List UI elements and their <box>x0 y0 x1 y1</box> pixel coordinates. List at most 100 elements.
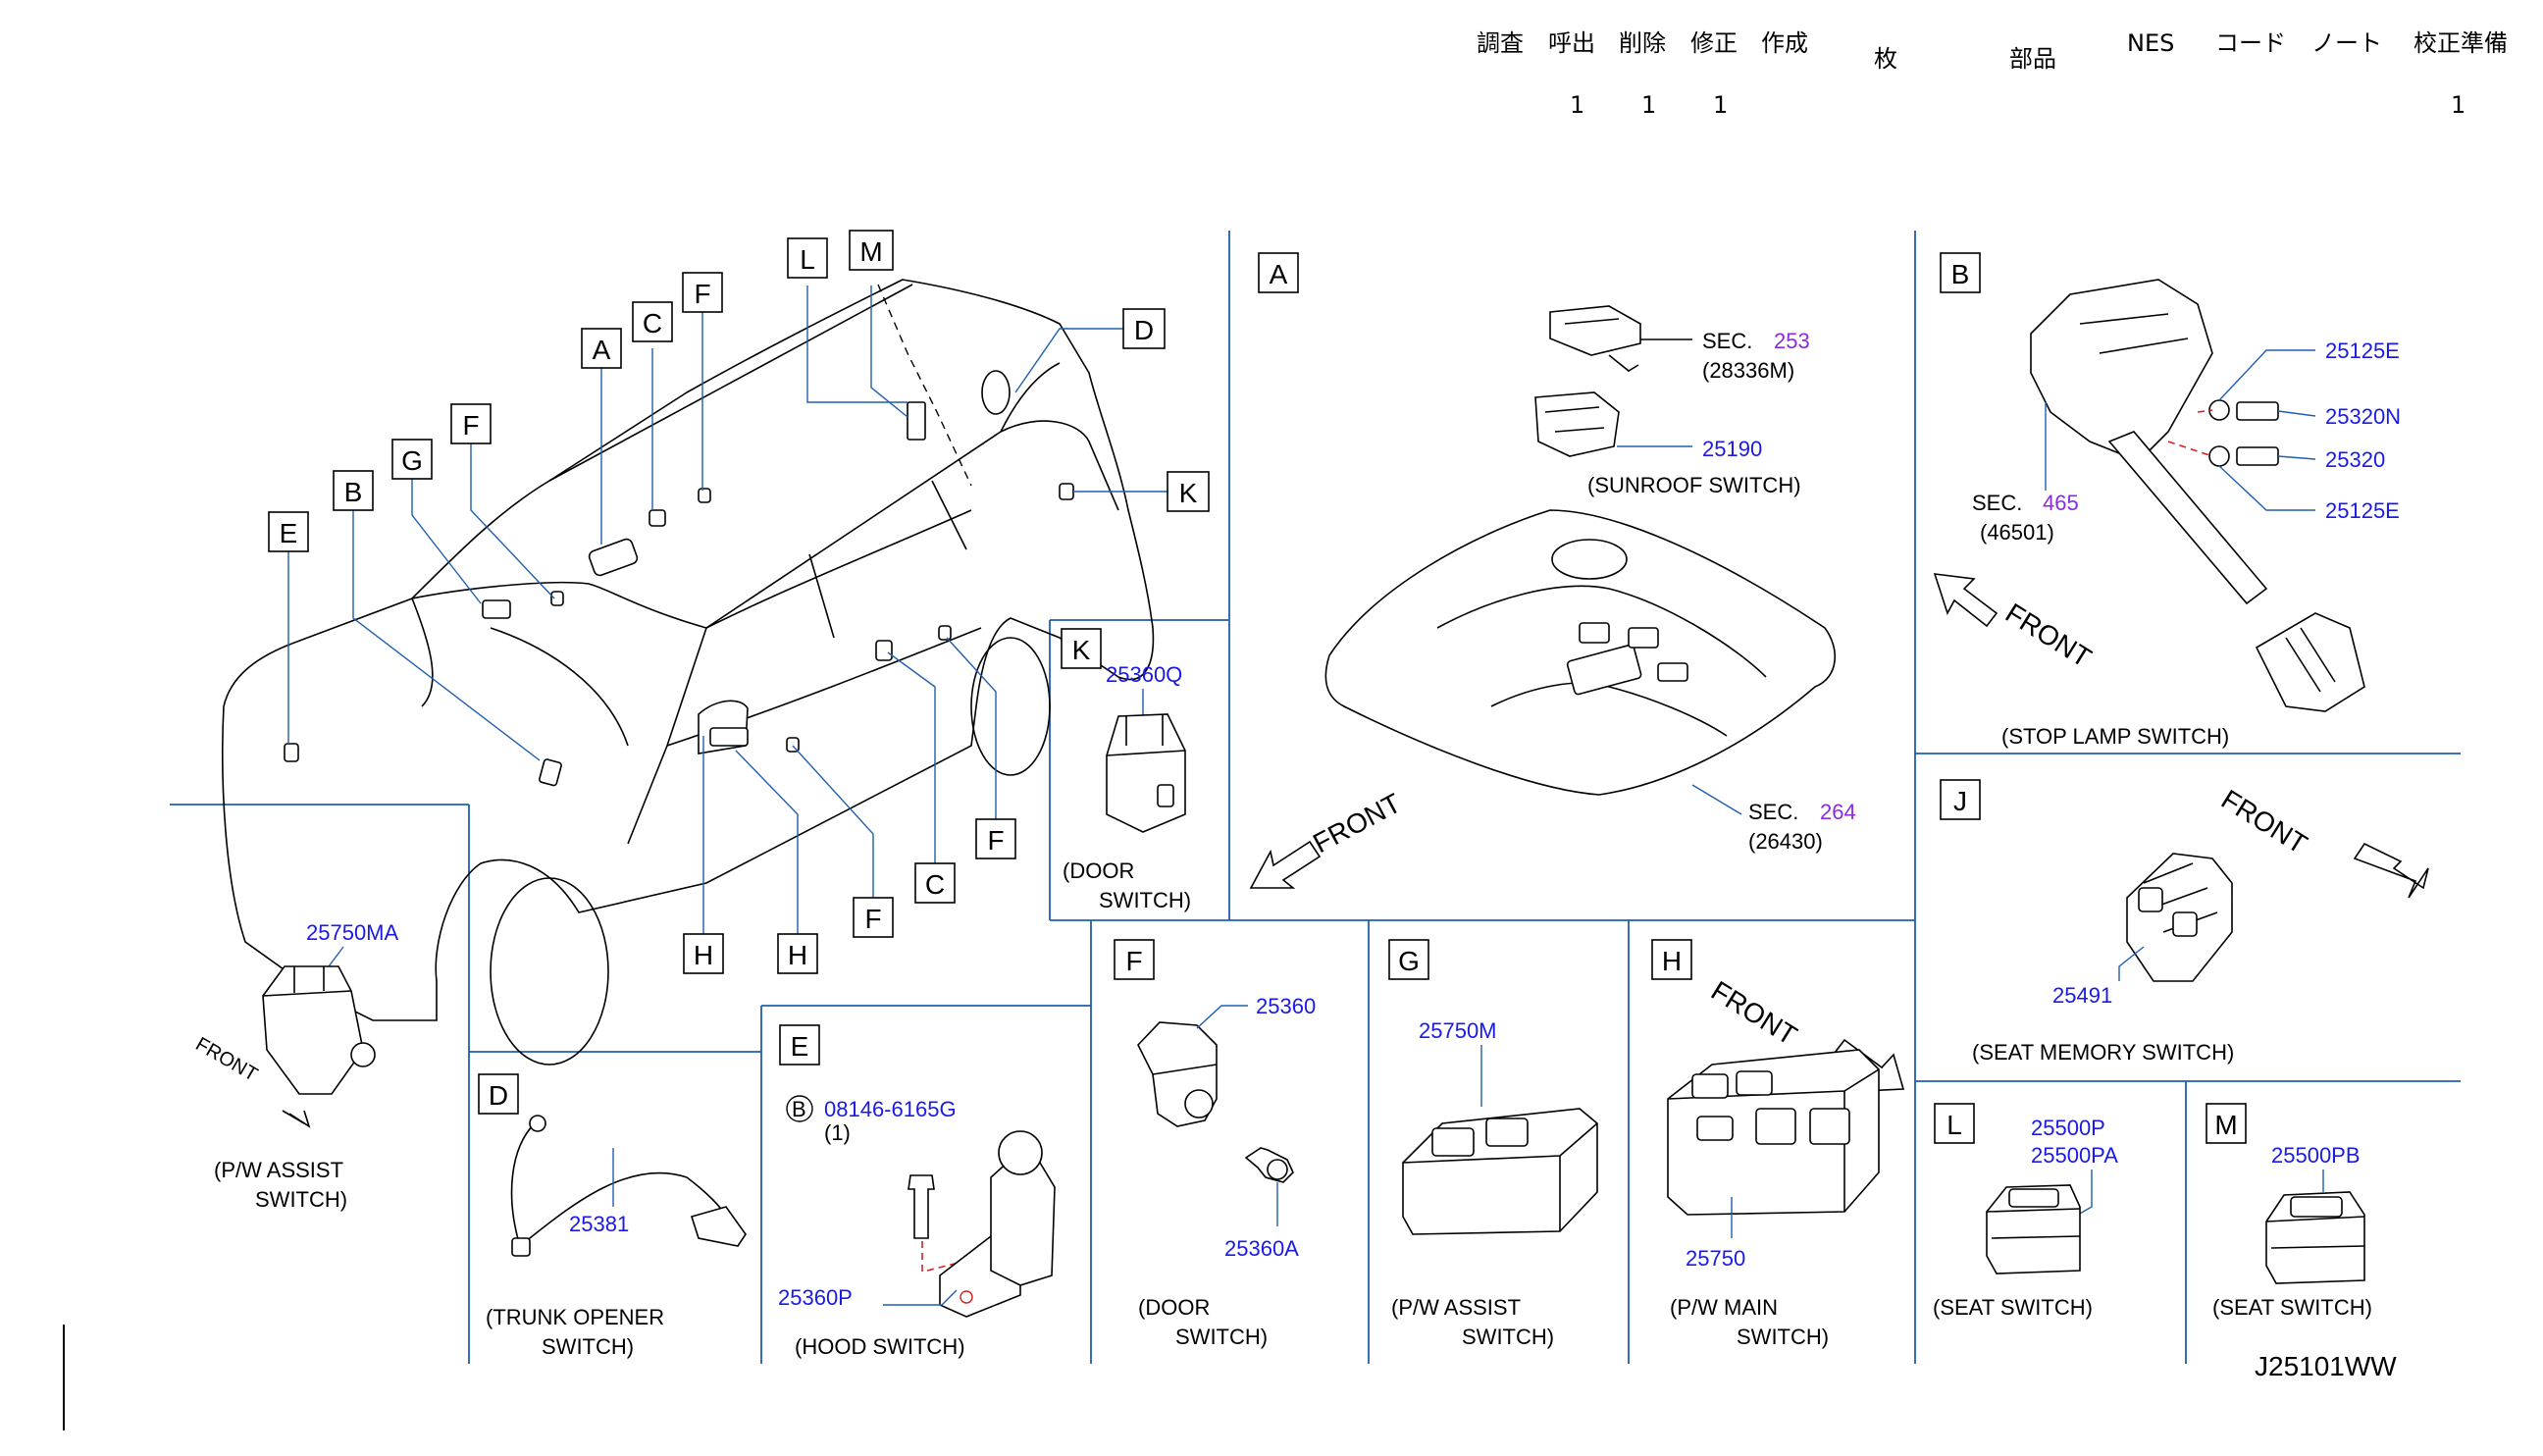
hood-switch-body <box>990 1159 1056 1286</box>
brake-pedal-pad <box>2255 612 2365 712</box>
section-h-label: H <box>1662 946 1682 976</box>
sec-465-prefix: SEC. <box>1972 491 2022 515</box>
header-val-delete: 1 <box>1641 91 1656 119</box>
header-col-create: 作成 <box>1761 29 1808 57</box>
pn-25360: 25360 <box>1256 994 1316 1018</box>
header-col-modify: 修正 <box>1690 29 1738 57</box>
pn-25360a: 25360A <box>1224 1236 1299 1261</box>
sunroof-switch <box>1534 391 1620 457</box>
header-col-survey: 調査 <box>1477 29 1524 57</box>
section-b-label: B <box>1951 259 1970 289</box>
header-val-proof: 1 <box>2451 91 2465 119</box>
section-f: F 25360 25360A (DOOR SWITCH) <box>1114 939 1316 1349</box>
header-col-parts: 部品 <box>2009 45 2056 73</box>
vehicle-callouts: A C F L M D K F G B E H H F C F <box>268 230 1210 974</box>
seat-switch-l-caption: (SEAT SWITCH) <box>1933 1295 2093 1320</box>
header-val-modify: 1 <box>1713 91 1728 119</box>
sec-264-number: 264 <box>1820 800 1856 824</box>
door-switch-k-caption1: (DOOR <box>1063 858 1134 883</box>
section-d-label: D <box>489 1080 508 1111</box>
header-col-code: コード <box>2215 29 2286 57</box>
callout-d: D <box>1134 315 1154 345</box>
section-m: M 25500PB (SEAT SWITCH) <box>2206 1103 2372 1320</box>
sec-465-code: (46501) <box>1980 520 2054 545</box>
front-arrow-pw <box>282 1110 311 1128</box>
pn-25500pb: 25500PB <box>2271 1143 2361 1168</box>
pw-assist-g-caption2: SWITCH) <box>1462 1325 1554 1349</box>
bolt-mark-circle <box>786 1095 813 1122</box>
pn-25381: 25381 <box>569 1212 629 1236</box>
hood-switch-caption: (HOOD SWITCH) <box>795 1334 965 1359</box>
vehicle-overview <box>222 279 1155 1066</box>
pn-25750m: 25750M <box>1419 1018 1497 1043</box>
callout-f-rear: F <box>987 825 1004 856</box>
section-dividers <box>170 231 2461 1364</box>
header-col-call: 呼出 <box>1548 29 1595 57</box>
pw-assist-g-caption1: (P/W ASSIST <box>1391 1295 1521 1320</box>
front-arrow-j <box>2353 842 2429 899</box>
sec-264-code: (26430) <box>1748 829 1823 854</box>
section-e-label: E <box>791 1031 809 1062</box>
trunk-opener-caption2: SWITCH) <box>542 1334 634 1359</box>
section-a: A SEC. 253 (28336M) 25190 (SUNROOF SWITC… <box>1249 252 1856 889</box>
callout-b: B <box>344 477 363 507</box>
seat-memory-switch-caption: (SEAT MEMORY SWITCH) <box>1972 1040 2234 1065</box>
section-h: H FRONT 25750 (P/W MAIN SWITCH) <box>1651 939 1905 1349</box>
pn-25320: 25320 <box>2325 447 2385 472</box>
sec-465-number: 465 <box>2043 491 2079 515</box>
pn-25750: 25750 <box>1686 1246 1745 1271</box>
section-b: B 25125E 25320N 25320 25125E SEC. 465 (4… <box>1933 252 2401 749</box>
pw-assist-left-caption2: SWITCH) <box>255 1187 347 1212</box>
sec-253-number: 253 <box>1774 329 1810 353</box>
pn-25750ma: 25750MA <box>306 920 399 945</box>
pn-25491: 25491 <box>2052 983 2112 1008</box>
trunk-opener-harness <box>510 1122 727 1248</box>
pw-main-caption1: (P/W MAIN <box>1670 1295 1778 1320</box>
callout-f-lower: F <box>864 904 881 934</box>
pn-25360p: 25360P <box>778 1285 853 1310</box>
section-k-label: K <box>1072 635 1091 665</box>
front-label-pw: FRONT <box>192 1033 262 1085</box>
header-col-delete: 削除 <box>1619 29 1666 57</box>
front-label-j: FRONT <box>2216 784 2312 859</box>
section-j: J 25491 FRONT (SEAT MEMORY SWITCH) <box>1940 779 2429 1065</box>
pn-25125e-bottom: 25125E <box>2325 498 2400 523</box>
sec-253-prefix: SEC. <box>1702 329 1752 353</box>
bolt-mark: B <box>792 1097 806 1121</box>
pn-25360q: 25360Q <box>1106 662 1182 687</box>
header-col-nes: NES <box>2127 29 2174 57</box>
seat-switch-l <box>1986 1184 2081 1274</box>
callout-m: M <box>859 236 882 267</box>
pw-assist-switch-left <box>262 965 364 1095</box>
front-label-b: FRONT <box>2000 598 2097 673</box>
vehicle-body-outline <box>222 279 1155 1021</box>
seat-switch-m-caption: (SEAT SWITCH) <box>2212 1295 2372 1320</box>
pn-25500p: 25500P <box>2031 1116 2105 1140</box>
callout-a: A <box>593 335 611 365</box>
bolt-quantity: (1) <box>824 1120 851 1145</box>
section-l: L 25500P 25500PA (SEAT SWITCH) <box>1933 1103 2118 1320</box>
callout-g: G <box>401 445 423 476</box>
header-val-call: 1 <box>1570 91 1584 119</box>
pw-assist-left-caption1: (P/W ASSIST <box>214 1158 343 1182</box>
sec-253-code: (28336M) <box>1702 358 1794 383</box>
header-col-sheets: 枚 <box>1874 45 1897 73</box>
section-pw-assist-left: 25750MA FRONT (P/W ASSIST SWITCH) <box>192 920 399 1212</box>
door-switch-f-caption2: SWITCH) <box>1175 1325 1268 1349</box>
section-e: E B 08146-6165G (1) 25360P (HOOD SWITCH) <box>778 1024 1056 1359</box>
callout-f-front: F <box>462 410 479 441</box>
callout-k: K <box>1179 478 1198 508</box>
sec-253-bracket <box>1549 305 1641 356</box>
section-d: D 25381 (TRUNK OPENER SWITCH) <box>478 1073 747 1359</box>
door-switch-f-caption1: (DOOR <box>1138 1295 1210 1320</box>
front-label-h: FRONT <box>1706 975 1802 1051</box>
section-a-label: A <box>1270 259 1288 289</box>
section-j-label: J <box>1953 786 1967 816</box>
trunk-opener-caption1: (TRUNK OPENER <box>486 1305 664 1329</box>
callout-l: L <box>800 244 815 275</box>
vehicle-leaders <box>287 286 1168 934</box>
callout-c-lower: C <box>925 869 945 900</box>
header-col-note: ノート <box>2311 29 2382 57</box>
section-l-label: L <box>1946 1110 1962 1140</box>
